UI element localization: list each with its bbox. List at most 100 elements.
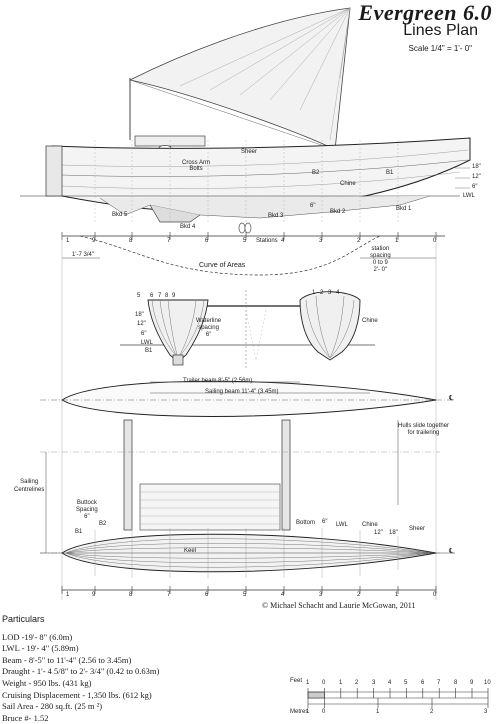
section-lwl: LWL <box>141 340 153 346</box>
station-left-dim: 1'-7 3/4" <box>72 252 94 258</box>
label-bkd-5: Bkd 5 <box>112 212 128 218</box>
feet-tick-6: 6 <box>421 680 425 686</box>
scale-bar: Feet Metres 1 0 1 2 3 4 5 6 7 8 9 10 1 0… <box>288 678 498 718</box>
label-bkd-3: Bkd 3 <box>268 213 284 219</box>
station-line <box>61 232 445 600</box>
feet-tick-1-neg: 1 <box>306 680 310 686</box>
station-top-3: 3 <box>319 238 323 244</box>
feet-tick-10: 10 <box>484 680 491 686</box>
metre-tick-0: 0 <box>322 709 326 715</box>
station-bottom-0: 0 <box>433 592 437 598</box>
particular-draught: Draught - 1'- 4 5/8" to 2'- 3/4" (0.42 t… <box>2 666 160 677</box>
waterline-spacing: Waterline spacing 6" <box>196 318 222 338</box>
section-top-9: 9 <box>172 293 176 299</box>
centreline-symbol-upper: ℄ <box>449 395 454 402</box>
plan-dim-12: 12" <box>374 530 383 536</box>
centreline-symbol-lower: ℄ <box>449 548 454 555</box>
station-top-2: 2 <box>357 238 361 244</box>
buttock-spacing-label: Buttock Spacing 6" <box>76 500 98 520</box>
particular-lod: LOD -19'- 8" (6.0m) <box>2 631 73 642</box>
drawing-title: Evergreen 6.0 <box>358 0 492 25</box>
section-top-8: 8 <box>165 293 169 299</box>
hull-plan-upper <box>40 380 455 417</box>
feet-tick-2: 2 <box>355 680 359 686</box>
plan-bottom: Bottom <box>296 520 316 526</box>
station-bottom-1b: 1 <box>395 592 399 598</box>
plan-chine: Chine <box>362 522 378 528</box>
hulls-slide-note: Hulls slide together for trailering <box>398 423 450 436</box>
copyright: © Michael Schacht and Laurie McGowan, 20… <box>262 601 416 610</box>
section-right-2: 2 <box>320 290 324 296</box>
drawing-subtitle: Lines Plan <box>403 22 478 39</box>
feet-tick-5: 5 <box>404 680 408 686</box>
particular-beam: Beam - 8'-5" to 11'-4" (2.56 to 3.45m) <box>2 654 132 665</box>
scale-feet-label: Feet <box>290 678 303 684</box>
station-bottom-7: 7 <box>167 592 171 598</box>
plan-keel: Keel <box>184 548 197 554</box>
particular-displacement: Cruising Displacement - 1,350 lbs. (612 … <box>2 689 152 700</box>
station-bottom-1: 1 <box>66 592 70 598</box>
particular-sail-area: Sail Area - 280 sq.ft. (25 m ²) <box>2 701 103 712</box>
metre-tick-1: 1 <box>376 709 380 715</box>
section-dim-5: 5 <box>137 293 141 299</box>
label-b2: B2 <box>312 170 320 176</box>
label-dim-12: 12" <box>472 174 481 180</box>
station-spacing-note: station spacing 0 to 9 2'- 0" <box>370 246 391 273</box>
trailer-beam-dim: Trailer beam 8'-5" (2.56m) <box>183 378 253 384</box>
particular-weight: Weight - 950 lbs. (431 kg) <box>2 677 92 688</box>
label-bkd-2: Bkd 2 <box>330 209 346 215</box>
sailing-centrelines-label: Sailing Centrelines <box>14 479 45 493</box>
station-top-4: 4 <box>281 238 285 244</box>
station-top-1: 1 <box>66 238 70 244</box>
station-top-0: 0 <box>433 238 437 244</box>
feet-tick-7: 7 <box>437 680 441 686</box>
section-dim-18: 18" <box>135 312 144 318</box>
station-bottom-2: 2 <box>357 592 361 598</box>
stations-label: Stations <box>256 238 278 244</box>
hull-profile <box>20 135 471 234</box>
plan-b2: B2 <box>99 521 107 527</box>
station-bottom-9: 9 <box>92 592 96 598</box>
hull-plan-lower <box>40 528 455 594</box>
feet-tick-9: 9 <box>470 680 474 686</box>
label-dim-18: 18" <box>472 164 481 170</box>
particular-lwl: LWL - 19'- 4" (5.89m) <box>2 643 79 654</box>
scale-metres-label: Metres <box>290 709 309 715</box>
feet-tick-0: 0 <box>322 680 326 686</box>
sail <box>128 7 351 151</box>
label-sheer: Sheer <box>241 149 258 155</box>
sailing-beam-dim: Sailing beam 11'-4" (3.45m) <box>205 389 279 395</box>
feet-tick-1: 1 <box>339 680 343 686</box>
plan-dim-18: 18" <box>389 530 398 536</box>
metre-tick-2: 2 <box>430 709 434 715</box>
section-top-7: 7 <box>158 293 162 299</box>
label-bkd-4: Bkd 4 <box>180 224 196 230</box>
label-dim-6b: 6" <box>310 203 316 209</box>
particulars-heading: Particulars <box>2 614 45 624</box>
station-bottom-6: 6 <box>205 592 209 598</box>
plan-b1: B1 <box>75 529 83 535</box>
curve-of-areas-label: Curve of Areas <box>199 262 246 269</box>
label-b1: B1 <box>386 170 394 176</box>
plan-dim-6: 6" <box>322 519 328 525</box>
particular-bruce: Bruce #- 1.52 <box>2 712 49 723</box>
feet-tick-3: 3 <box>372 680 376 686</box>
station-top-1b: 1 <box>395 238 399 244</box>
plan-lwl: LWL <box>336 522 348 528</box>
body-sections <box>120 290 375 370</box>
label-lwl: LWL <box>463 193 475 199</box>
metre-tick-1-neg: 1 <box>306 709 310 715</box>
section-top-6: 6 <box>150 293 154 299</box>
section-dim-6: 6" <box>141 331 147 337</box>
label-cross-arm-bolts: Cross Arm Bolts <box>181 160 210 172</box>
station-top-6: 6 <box>205 238 209 244</box>
station-top-7: 7 <box>167 238 171 244</box>
section-dim-12: 12" <box>137 321 146 327</box>
label-chine: Chine <box>340 181 356 187</box>
section-b1: B1 <box>145 348 153 354</box>
plan-sheer: Sheer <box>409 526 426 532</box>
label-bkd-1: Bkd 1 <box>396 206 412 212</box>
station-top-9: 9 <box>92 238 96 244</box>
section-right-4: 4 <box>336 290 340 296</box>
